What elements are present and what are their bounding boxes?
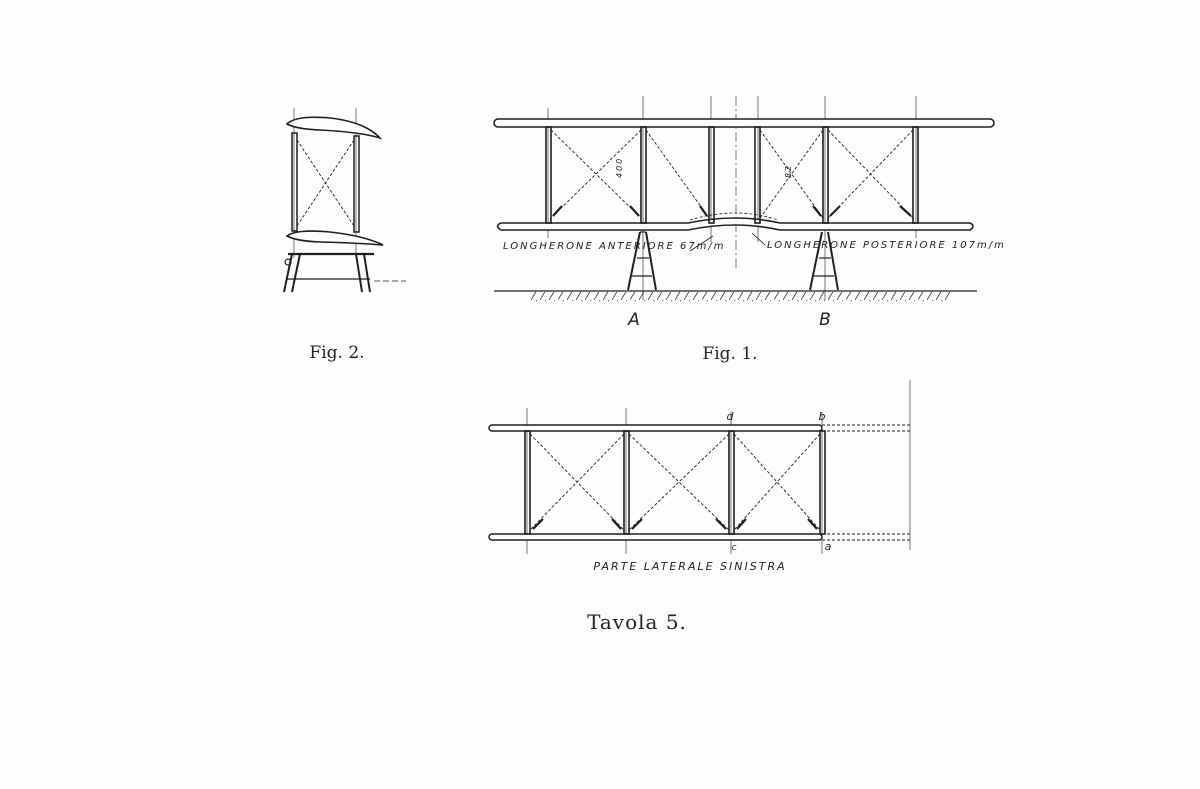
fig2-caption: Fig. 2.: [309, 343, 364, 363]
fig1-strut-mark-right: 82: [784, 164, 793, 178]
fig3-caption: PARTE LATERALE SINISTRA: [593, 560, 786, 573]
fig1-support-a: A: [627, 310, 642, 330]
fig3-corner-c: c: [732, 543, 739, 553]
fig3-corner-d: d: [727, 410, 736, 423]
plate-title: Tavola 5.: [587, 610, 687, 634]
fig1-rear-spar-label: LONGHERONE POSTERIORE 107m/m: [767, 240, 1006, 251]
fig1-front-spar-label: LONGHERONE ANTERIORE 67m/m: [503, 241, 726, 252]
fig3-corner-a: a: [825, 540, 834, 553]
fig3-corner-b: b: [819, 410, 828, 423]
fig1-support-b: B: [819, 310, 833, 330]
fig3-left-side-panel: [488, 380, 911, 554]
fig1-strut-mark-left: 400: [615, 157, 624, 178]
fig2-side-view: [283, 108, 406, 293]
fig1-caption: Fig. 1.: [702, 344, 757, 364]
fig1-front-view: [493, 96, 995, 301]
